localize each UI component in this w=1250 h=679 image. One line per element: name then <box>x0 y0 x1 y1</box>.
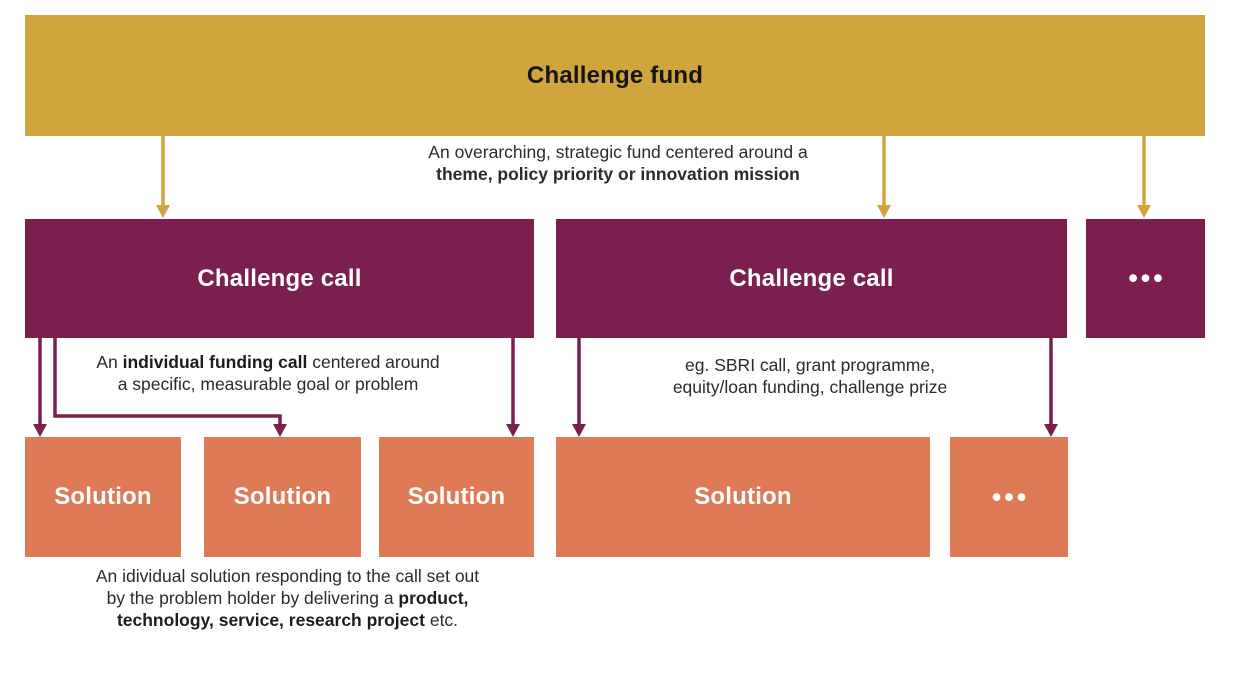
fund-caption-line1: An overarching, strategic fund centered … <box>428 142 808 162</box>
challenge-call-box-left: Challenge call <box>25 219 534 338</box>
solution-caption-l2-bold: product, <box>398 588 469 608</box>
arrowhead-maroon-3 <box>506 424 520 437</box>
call-left-caption-line2: a specific, measurable goal or problem <box>117 374 419 394</box>
challenge-fund-box: Challenge fund <box>25 15 1205 136</box>
solution-1-label: Solution <box>54 483 152 510</box>
challenge-call-box-more: ••• <box>1086 219 1205 338</box>
solution-caption-line1: An idividual solution responding to the … <box>95 566 480 586</box>
arrowhead-maroon-2 <box>273 424 287 437</box>
more-calls-ellipsis: ••• <box>1128 263 1166 293</box>
solution-caption-line2: by the problem holder by delivering a pr… <box>35 587 540 609</box>
more-solutions-ellipsis: ••• <box>991 481 1030 512</box>
arrowhead-gold-2 <box>877 205 891 218</box>
fund-arrowheads <box>156 205 1151 218</box>
challenge-call-right-label: Challenge call <box>729 264 894 292</box>
solution-box-2: Solution <box>204 437 361 557</box>
solution-box-4: Solution <box>556 437 930 557</box>
solution-2-label: Solution <box>233 483 332 510</box>
call-left-caption-pre: An <box>96 352 123 372</box>
arrowhead-maroon-5 <box>1044 424 1058 437</box>
challenge-call-left-label: Challenge call <box>197 264 362 292</box>
fund-caption: An overarching, strategic fund centered … <box>318 141 918 185</box>
call-left-caption-line1: An individual funding call centered arou… <box>58 351 478 373</box>
call-left-caption-post: centered around <box>307 352 440 372</box>
solution-box-3: Solution <box>379 437 534 557</box>
call-right-caption: eg. SBRI call, grant programme, equity/l… <box>610 354 1010 398</box>
fund-caption-line2: theme, policy priority or innovation mis… <box>436 164 800 184</box>
solution-caption-l3-post: etc. <box>424 610 459 630</box>
call-left-caption-bold: individual funding call <box>122 352 308 372</box>
arrowhead-maroon-1 <box>33 424 47 437</box>
challenge-call-box-right: Challenge call <box>556 219 1067 338</box>
solution-box-more: ••• <box>950 437 1068 557</box>
arrowhead-gold-1 <box>156 205 170 218</box>
solution-caption-l2-pre: by the problem holder by delivering a <box>106 588 399 608</box>
call-right-caption-line2: equity/loan funding, challenge prize <box>672 377 948 397</box>
solution-box-1: Solution <box>25 437 181 557</box>
arrowhead-gold-3 <box>1137 205 1151 218</box>
solution-caption-l3-bold: technology, service, research project <box>116 610 425 630</box>
call-right-caption-line1: eg. SBRI call, grant programme, <box>685 355 935 375</box>
arrowhead-maroon-4 <box>572 424 586 437</box>
solution-caption: An idividual solution responding to the … <box>35 565 540 631</box>
solution-caption-line3: technology, service, research project et… <box>35 609 540 631</box>
solution-3-label: Solution <box>407 483 506 510</box>
call-left-caption: An individual funding call centered arou… <box>58 351 478 395</box>
solution-4-label: Solution <box>694 483 792 510</box>
challenge-fund-label: Challenge fund <box>526 61 704 89</box>
call-arrowheads <box>33 424 1058 437</box>
